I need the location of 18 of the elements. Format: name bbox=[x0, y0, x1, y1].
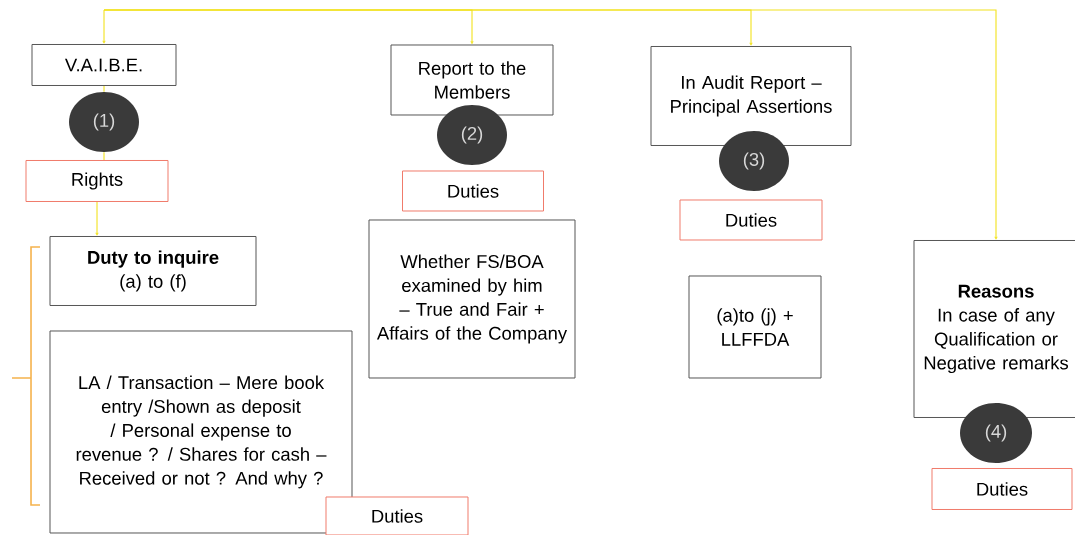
label-box: Duties bbox=[679, 199, 823, 241]
text-box: Report to the Members bbox=[390, 44, 554, 116]
connector bbox=[103, 9, 998, 240]
label-box: Rights bbox=[25, 160, 169, 202]
connector bbox=[103, 151, 105, 161]
connector bbox=[102, 9, 106, 44]
connector bbox=[103, 85, 105, 93]
text-box: Duty to inquire (a) to (f) bbox=[49, 236, 257, 306]
label-box: Duties bbox=[931, 468, 1073, 510]
text-box: V.A.I.B.E. bbox=[31, 44, 177, 86]
text-box: Whether FS/BOA examined by him – True and Fair + Affairs of the Company bbox=[368, 219, 576, 379]
text-box: LA / Transaction – Mere book entry /Shown as deposit / Personal expense to revenue ? / Shares for cash – Received or not ? And why ? bbox=[49, 330, 353, 534]
label-box: Duties bbox=[402, 170, 544, 212]
connector bbox=[95, 201, 99, 236]
text-box: Reasons In case of any Qualification or Negative remarks bbox=[913, 240, 1075, 418]
text-box: In Audit Report – Principal Assertions bbox=[650, 46, 852, 146]
label-box: Duties bbox=[325, 496, 469, 535]
text-box: (a)to (j) + LLFFDA bbox=[688, 275, 822, 379]
